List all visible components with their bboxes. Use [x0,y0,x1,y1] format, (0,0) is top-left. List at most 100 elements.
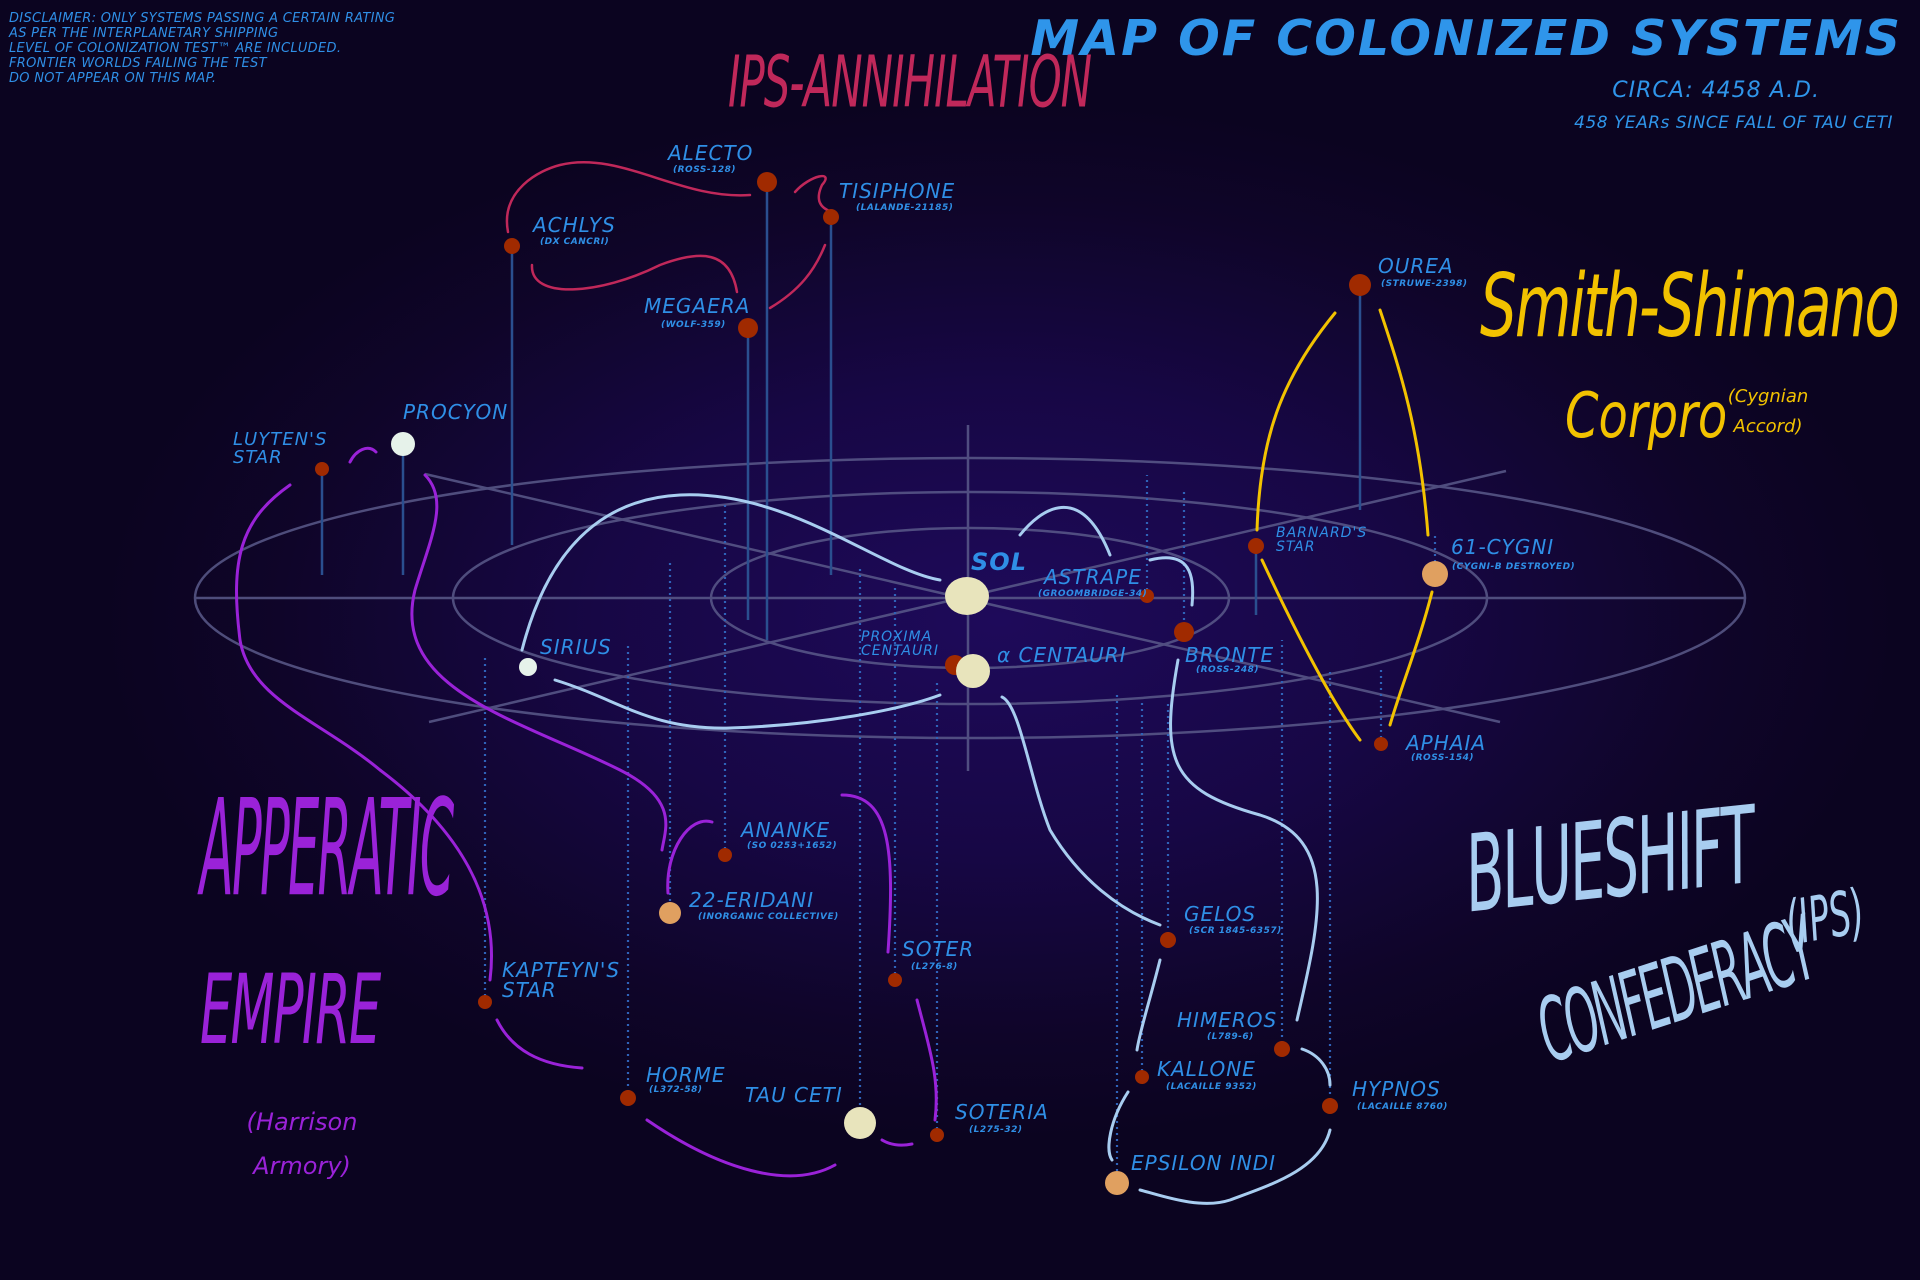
faction-apperatic-lines [235,446,938,1178]
system-designation-himeros: (L789-6) [1207,1032,1254,1042]
system-designation-61-cygni: (CYGNI-B DESTROYED) [1452,562,1576,572]
faction-route [915,998,938,1122]
system-designation-kallone: (LACAILLE 9352) [1166,1082,1257,1092]
faction-route [410,473,668,852]
faction-route [1378,308,1430,537]
star-bronte[interactable] [1174,622,1194,642]
star-alecto[interactable] [757,172,777,192]
system-designation-aphaia: (ROSS-154) [1411,753,1474,763]
system-designation-soteria: (L275-32) [969,1125,1023,1135]
system-label-sirius: SIRIUS [540,635,612,659]
system-designation-megaera: (WOLF-359) [661,320,726,330]
faction-route [1148,556,1195,607]
star-ourea[interactable] [1349,274,1371,296]
star-sirius[interactable] [519,658,537,676]
star-stems [320,182,1437,1183]
system-label-soter: SOTER [902,937,975,961]
faction-route [840,793,893,954]
faction-label-corpro: Corpro [1565,380,1728,453]
system-designation-gelos: (SCR 1845-6357) [1189,926,1282,936]
system-designation-bronte: (ROSS-248) [1196,665,1259,675]
system-label-astrape: ASTRAPE [1044,565,1142,589]
disclaimer-text: DISCLAIMER: ONLY SYSTEMS PASSING A CERTA… [9,11,396,86]
star-epsilon-indi[interactable] [1105,1171,1129,1195]
faction-ips-annihilation-lines [505,160,834,310]
system-label-aphaia: APHAIA [1406,731,1487,755]
star-hypnos[interactable] [1322,1098,1338,1114]
system-label-proxima-centauri: PROXIMA CENTAURI [861,629,940,659]
system-designation-alecto: (ROSS-128) [673,165,736,175]
star-astrape[interactable] [1140,589,1154,603]
map-date: CIRCA: 4458 A.D. [1612,78,1820,103]
star-soter[interactable] [888,973,902,987]
system-designation-achlys: (DX CANCRI) [540,237,610,247]
faction-route [520,493,942,652]
faction-blueshift-lines [520,493,1332,1205]
faction-route [495,1018,584,1070]
system-label-luyten-s-star: LUYTEN'S STAR [233,429,328,468]
system-designation-hypnos: (LACAILLE 8760) [1357,1102,1448,1112]
faction-route [553,678,942,730]
faction-label-ips-annihilation: IPS-ANNIHILATION [728,40,1092,124]
faction-route [880,1138,914,1147]
system-designation-ananke: (SO 0253+1652) [747,841,838,851]
faction-label-apperatic: APPERATIC [200,770,454,927]
system-label-barnard-s-star: BARNARD'S STAR [1276,525,1368,555]
star-soteria[interactable] [930,1128,944,1142]
system-label-alecto: ALECTO [668,141,754,165]
faction-route [1255,311,1337,532]
star-achlys[interactable] [504,238,520,254]
system-label-ananke: ANANKE [741,818,831,842]
star-61-cygni[interactable] [1422,561,1448,587]
system-label-epsilon-indi: EPSILON INDI [1131,1151,1277,1175]
faction-smith-shimano-lines [1255,308,1434,742]
faction-route [1018,505,1112,557]
star-kapteyn-s-star[interactable] [478,995,492,1009]
faction-route [645,1118,837,1178]
star-himeros[interactable] [1274,1041,1290,1057]
faction-label-smith-shimano: Smith-Shimano [1480,255,1900,357]
system-label-centauri: α CENTAURI [997,643,1127,667]
system-label-soteria: SOTERIA [955,1100,1049,1124]
star-sol[interactable] [945,577,989,615]
system-designation-soter: (L276-8) [911,962,958,972]
star-procyon[interactable] [391,432,415,456]
system-label-horme: HORME [646,1063,726,1087]
faction-route [1000,695,1162,927]
faction-note-ips: (IPS) [1780,876,1870,961]
system-label-61-cygni: 61-CYGNI [1451,535,1555,559]
faction-route [1135,958,1162,1052]
star-tisiphone[interactable] [823,209,839,225]
star-luyten-s-star[interactable] [315,462,329,476]
system-designation-ourea: (STRUWE-2398) [1381,279,1468,289]
star-22-eridani[interactable] [659,902,681,924]
faction-route [1300,1047,1332,1087]
star-barnard-s-star[interactable] [1248,538,1264,554]
system-label-kallone: KALLONE [1157,1057,1256,1081]
faction-route [1138,1128,1332,1205]
faction-route [1107,1090,1130,1162]
star-megaera[interactable] [738,318,758,338]
faction-route [505,160,752,234]
faction-route [530,254,739,294]
system-label-megaera: MEGAERA [644,294,751,318]
star-gelos[interactable] [1160,932,1176,948]
system-designation-22-eridani: (INORGANIC COLLECTIVE) [698,912,839,922]
star-horme[interactable] [620,1090,636,1106]
system-designation-astrape: (GROOMBRIDGE-34) [1038,589,1148,599]
star-aphaia[interactable] [1374,737,1388,751]
faction-note-cygnian-accord: (Cygnian Accord) [1727,386,1809,437]
faction-route [1388,590,1434,727]
star-kallone[interactable] [1135,1070,1149,1084]
system-label-kapteyn-s-star: KAPTEYN'S STAR [502,958,621,1002]
system-designation-tisiphone: (LALANDE-21185) [856,203,954,213]
star-tau-ceti[interactable] [844,1107,876,1139]
faction-route [666,819,714,895]
star-centauri[interactable] [956,654,990,688]
faction-route [1260,558,1362,742]
system-label-himeros: HIMEROS [1177,1008,1278,1032]
faction-route [793,174,834,214]
system-label-procyon: PROCYON [403,400,509,424]
star-ananke[interactable] [718,848,732,862]
